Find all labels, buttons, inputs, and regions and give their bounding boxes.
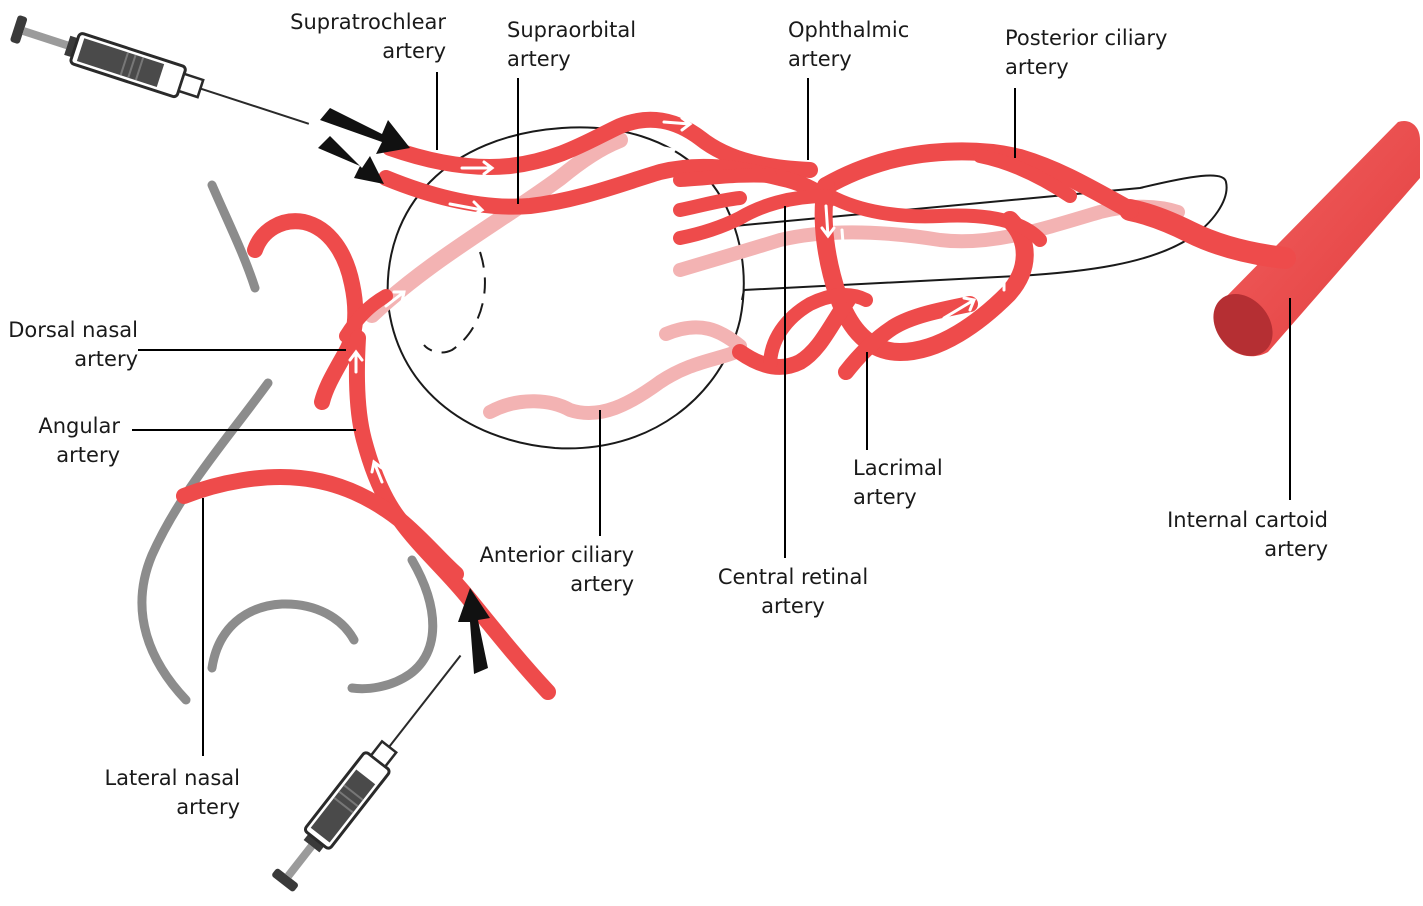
label-line: Supratrochlear <box>282 8 446 37</box>
syringe-lower <box>269 646 473 894</box>
ophthalmic-upper-stub <box>680 175 770 180</box>
label-line: Lateral nasal <box>90 764 240 793</box>
syringe-icon <box>9 13 314 139</box>
label-internal-carotid-artery: Internal cartoid artery <box>1150 506 1328 564</box>
label-line: Dorsal nasal <box>0 316 138 345</box>
label-line: Ophthalmic <box>788 16 909 45</box>
label-line: artery <box>470 570 634 599</box>
label-posterior-ciliary-artery: Posterior ciliary artery <box>1005 24 1167 82</box>
label-line: Supraorbital <box>507 16 636 45</box>
label-line: artery <box>700 592 886 621</box>
label-angular-artery: Angular artery <box>20 412 120 470</box>
label-dorsal-nasal-artery: Dorsal nasal artery <box>0 316 138 374</box>
internal-carotid-artery <box>1130 121 1420 368</box>
label-line: artery <box>853 483 943 512</box>
label-line: artery <box>1150 535 1328 564</box>
brow-outline <box>212 185 255 288</box>
label-ophthalmic-artery: Ophthalmic artery <box>788 16 909 74</box>
arrow-icon <box>318 136 384 184</box>
label-line: artery <box>90 793 240 822</box>
label-lateral-nasal-artery: Lateral nasal artery <box>90 764 240 822</box>
syringe-upper <box>9 13 314 139</box>
nose-wing-outline <box>352 560 433 689</box>
label-anterior-ciliary-artery: Anterior ciliary artery <box>470 541 634 599</box>
nostril-outline <box>212 604 354 668</box>
label-line: Internal cartoid <box>1150 506 1328 535</box>
flow-arrow-icon <box>648 148 674 160</box>
label-line: Posterior ciliary <box>1005 24 1167 53</box>
label-line: artery <box>507 45 636 74</box>
central-retinal-stub <box>680 198 740 210</box>
label-supratrochlear-artery: Supratrochlear artery <box>282 8 446 66</box>
label-supraorbital-artery: Supraorbital artery <box>507 16 636 74</box>
anterior-ciliary-vessel <box>490 352 736 413</box>
arteries <box>184 120 1130 692</box>
label-line: artery <box>20 441 120 470</box>
carotid-to-ophthalmic <box>1130 210 1285 258</box>
globe-pale-vessel-lower <box>666 327 740 346</box>
dorsal-nasal-vessel <box>255 221 355 402</box>
label-line: Angular <box>20 412 120 441</box>
label-line: artery <box>282 37 446 66</box>
label-line: artery <box>1005 53 1167 82</box>
label-line: artery <box>788 45 909 74</box>
label-line: Anterior ciliary <box>470 541 634 570</box>
label-line: Central retinal <box>700 563 886 592</box>
syringe-icon <box>269 646 473 894</box>
label-line: Lacrimal <box>853 454 943 483</box>
label-lacrimal-artery: Lacrimal artery <box>853 454 943 512</box>
label-line: artery <box>0 345 138 374</box>
label-central-retinal-artery: Central retinal artery <box>700 563 886 621</box>
